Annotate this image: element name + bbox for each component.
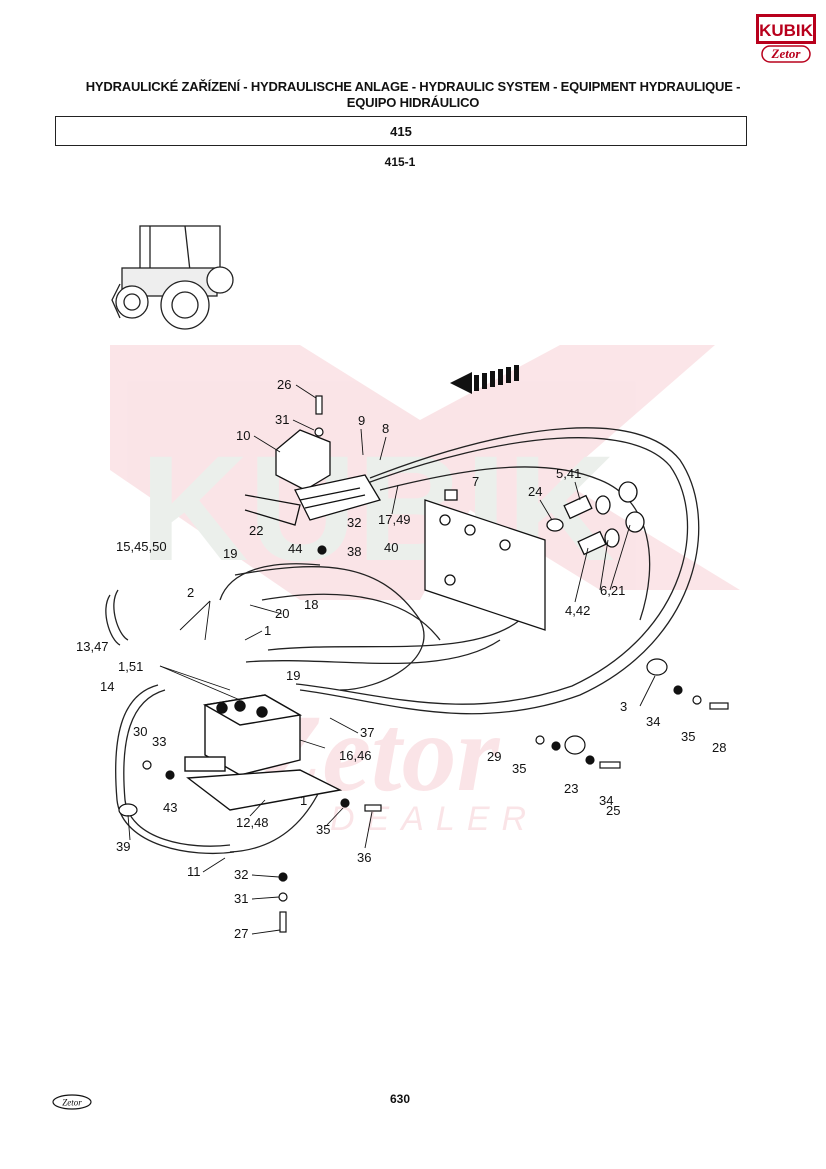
callout-39: 39 xyxy=(116,839,130,854)
leader-lines xyxy=(127,384,656,935)
callout-43: 43 xyxy=(163,800,177,815)
callout-1-51: 1,51 xyxy=(118,659,143,674)
callout-38: 38 xyxy=(347,544,361,559)
callout-36: 36 xyxy=(357,850,371,865)
callout-3: 3 xyxy=(620,699,627,714)
callout-18: 18 xyxy=(304,597,318,612)
callout-12-48: 12,48 xyxy=(236,815,269,830)
page-title: HYDRAULICKÉ ZAŘÍZENÍ - HYDRAULISCHE ANLA… xyxy=(40,79,786,111)
callout-19-top: 19 xyxy=(223,546,237,561)
callout-34-right: 34 xyxy=(646,714,660,729)
quick-couplers xyxy=(546,481,645,556)
callout-2: 2 xyxy=(187,585,194,600)
callout-6-21: 6,21 xyxy=(600,583,625,598)
callout-32-bottom: 32 xyxy=(234,867,248,882)
callout-8: 8 xyxy=(382,421,389,436)
kubik-zetor-logo: KUBIK Zetor xyxy=(756,14,816,66)
callout-24: 24 xyxy=(528,484,542,499)
callout-34-mid: 34 xyxy=(599,793,613,808)
callout-37: 37 xyxy=(360,725,374,740)
callout-31-top: 31 xyxy=(275,412,289,427)
tractor-illustration xyxy=(111,225,234,330)
callout-35-right: 35 xyxy=(681,729,695,744)
callout-26: 26 xyxy=(277,377,291,392)
callout-32-top: 32 xyxy=(347,515,361,530)
callout-44: 44 xyxy=(288,541,302,556)
callout-16-46: 16,46 xyxy=(339,748,372,763)
callout-23: 23 xyxy=(564,781,578,796)
callout-17-49: 17,49 xyxy=(378,512,411,527)
callout-13-47: 13,47 xyxy=(76,639,109,654)
callout-40: 40 xyxy=(384,540,398,555)
brand-line1: KUBIK xyxy=(759,21,814,40)
callout-25: 25 xyxy=(606,803,620,818)
callout-33: 33 xyxy=(152,734,166,749)
callout-9: 9 xyxy=(358,413,365,428)
callout-15-45-50: 15,45,50 xyxy=(116,539,167,554)
callout-31-bottom: 31 xyxy=(234,891,248,906)
control-valve-block xyxy=(184,694,343,811)
hoses xyxy=(105,427,700,855)
callout-35-bottom: 35 xyxy=(316,822,330,837)
callout-4-42: 4,42 xyxy=(565,603,590,618)
callout-35-mid: 35 xyxy=(512,761,526,776)
callout-10: 10 xyxy=(236,428,250,443)
section-number: 415 xyxy=(55,116,747,146)
callout-28: 28 xyxy=(712,740,726,755)
callout-7: 7 xyxy=(472,474,479,489)
footer-zetor-logo: Zetor xyxy=(52,1094,92,1110)
bracket-assembly xyxy=(244,429,381,526)
callout-1-a: 1 xyxy=(264,623,271,638)
callout-30: 30 xyxy=(133,724,147,739)
callout-27: 27 xyxy=(234,926,248,941)
title-line-2: EQUIPO HIDRÁULICO xyxy=(346,95,480,110)
callout-19-bottom: 19 xyxy=(286,668,300,683)
callout-5-41: 5,41 xyxy=(556,466,581,481)
callout-11: 11 xyxy=(187,864,201,879)
callout-14: 14 xyxy=(100,679,114,694)
page-number: 630 xyxy=(389,1092,411,1106)
title-line-1: HYDRAULICKÉ ZAŘÍZENÍ - HYDRAULISCHE ANLA… xyxy=(85,79,741,94)
callout-29: 29 xyxy=(487,749,501,764)
brand-line2: Zetor xyxy=(771,46,802,61)
coupler-plate xyxy=(424,489,546,631)
figure-number: 415-1 xyxy=(384,155,416,169)
callout-labels: 26 31 9 8 10 7 5,41 24 17,49 32 44 38 22… xyxy=(76,377,726,941)
footer-logo-text: Zetor xyxy=(62,1098,82,1108)
callout-22: 22 xyxy=(249,523,263,538)
callout-20: 20 xyxy=(275,606,289,621)
direction-arrow xyxy=(450,365,519,394)
callout-1-b: 1 xyxy=(300,793,307,808)
watermark-word-3: DEALER xyxy=(330,800,538,838)
fasteners xyxy=(118,395,729,933)
